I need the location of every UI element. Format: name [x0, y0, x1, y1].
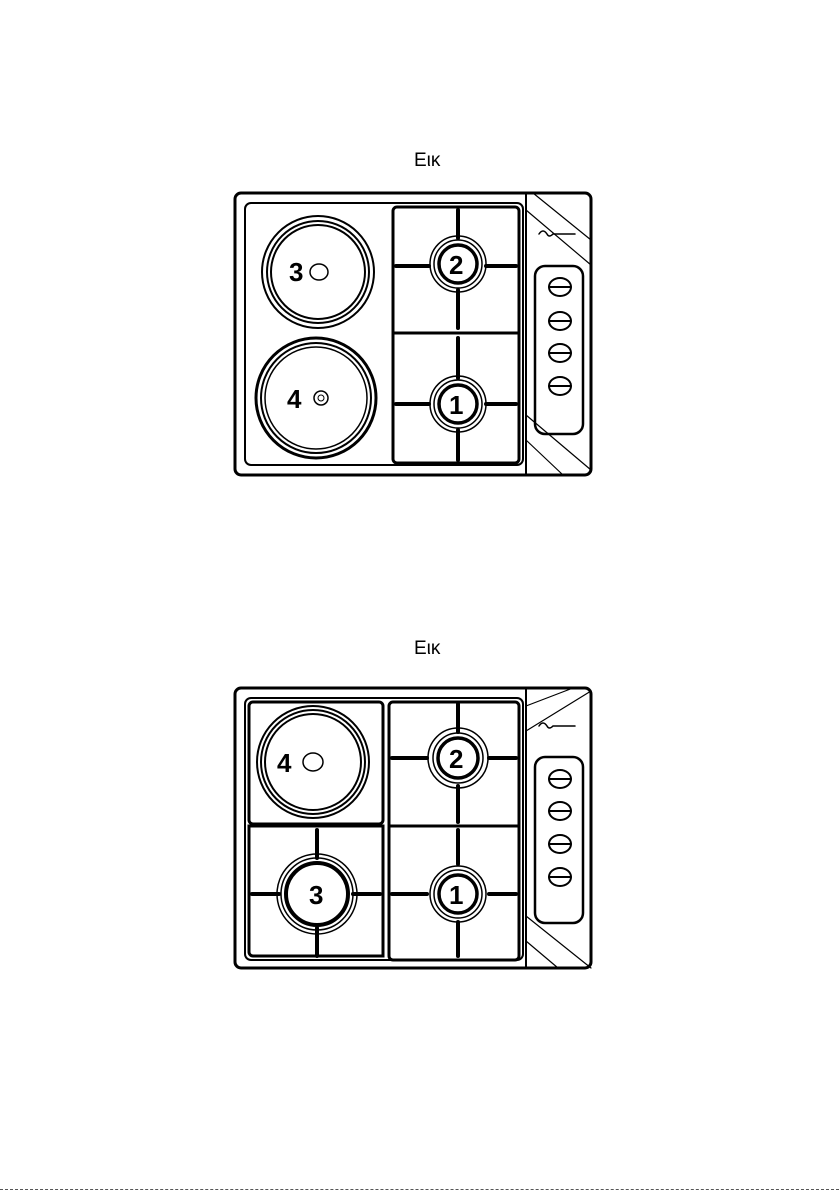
- electric-plate-cell: [249, 702, 383, 824]
- zone-label-3: 3: [309, 880, 323, 910]
- brand-logo: [539, 231, 575, 236]
- zone-label-3: 3: [289, 257, 303, 287]
- zone-label-4: 4: [287, 384, 302, 414]
- zone-label-2: 2: [449, 250, 463, 280]
- knob-panel: [535, 266, 583, 434]
- zone-label-4: 4: [277, 748, 292, 778]
- page-bottom-rule: [0, 1189, 839, 1190]
- figure-1-caption: Εικ: [414, 151, 440, 170]
- hob-diagram-1: 3 4 2 1: [233, 190, 595, 480]
- brand-logo: [539, 723, 575, 728]
- zone-label-1: 1: [449, 390, 463, 420]
- knob-panel: [535, 757, 583, 923]
- control-knobs: [549, 770, 571, 886]
- electric-plate-3: [262, 216, 374, 328]
- zone-label-2: 2: [449, 744, 463, 774]
- hob-diagram-2: 4 3 2 1: [233, 686, 595, 974]
- zone-label-1: 1: [449, 880, 463, 910]
- figure-2-caption: Εικ: [414, 639, 440, 658]
- electric-plate-4: [257, 706, 369, 818]
- control-knobs: [549, 278, 571, 395]
- electric-plate-4: [256, 338, 376, 458]
